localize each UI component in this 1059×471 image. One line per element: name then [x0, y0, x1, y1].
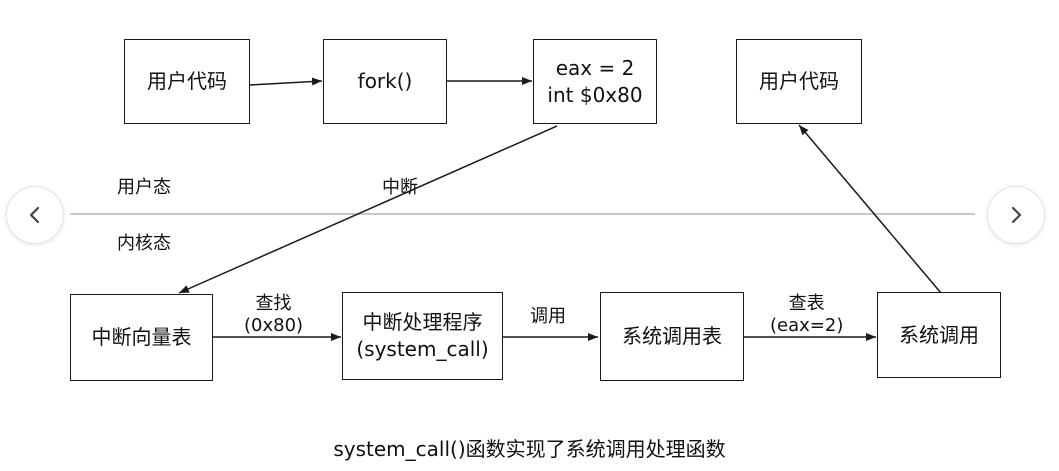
fork-label: fork() — [357, 69, 413, 93]
kernel-mode-label: 内核态 — [117, 233, 171, 254]
next-slide-button[interactable] — [987, 186, 1045, 244]
invoke-edge-label: 调用 — [530, 306, 566, 327]
user-mode-label: 用户态 — [117, 177, 171, 198]
interrupt-vector-table-label: 中断向量表 — [91, 325, 192, 349]
system-call-table-label: 系统调用表 — [622, 324, 722, 348]
eax-assign-label: eax = 2 — [555, 55, 635, 80]
user-code-box: 用户代码 — [124, 39, 250, 124]
system-call-table-box: 系统调用表 — [600, 292, 744, 381]
arrow-interrupt-to-ivt — [178, 125, 558, 294]
mode-divider-line — [70, 213, 975, 215]
arrow-user-code-to-fork — [249, 77, 323, 86]
figure-caption: system_call()函数实现了系统调用处理函数 — [333, 437, 726, 461]
interrupt-vector-table-box: 中断向量表 — [70, 294, 213, 381]
interrupt-label: 中断 — [382, 177, 418, 198]
int-0x80-label: int $0x80 — [547, 82, 643, 107]
arrow-syscall-to-user-code — [798, 124, 942, 294]
system-call-func-label: (system_call) — [356, 337, 489, 361]
lookup-table-text: 查表 — [788, 293, 825, 314]
fork-box: fork() — [323, 39, 447, 124]
user-code-return-box: 用户代码 — [736, 39, 862, 124]
user-code-return-label: 用户代码 — [759, 69, 839, 93]
system-call-label: 系统调用 — [899, 322, 979, 347]
user-code-label: 用户代码 — [147, 69, 227, 93]
lookup-table-edge-label: 查表 (eax=2) — [770, 293, 843, 337]
interrupt-handler-label: 中断处理程序 — [362, 310, 483, 334]
interrupt-handler-box: 中断处理程序 (system_call) — [342, 292, 503, 380]
lookup-edge-label: 查找 (0x80) — [244, 293, 303, 337]
prev-slide-button[interactable] — [6, 186, 64, 244]
lookup-text: 查找 — [255, 293, 292, 314]
chevron-left-icon — [29, 206, 40, 224]
chevron-right-icon — [1011, 206, 1022, 224]
eax-int-box: eax = 2 int $0x80 — [533, 39, 657, 124]
eax-value-text: (eax=2) — [770, 315, 844, 336]
system-call-box: 系统调用 — [877, 292, 1001, 378]
lookup-vector-text: (0x80) — [244, 315, 304, 336]
